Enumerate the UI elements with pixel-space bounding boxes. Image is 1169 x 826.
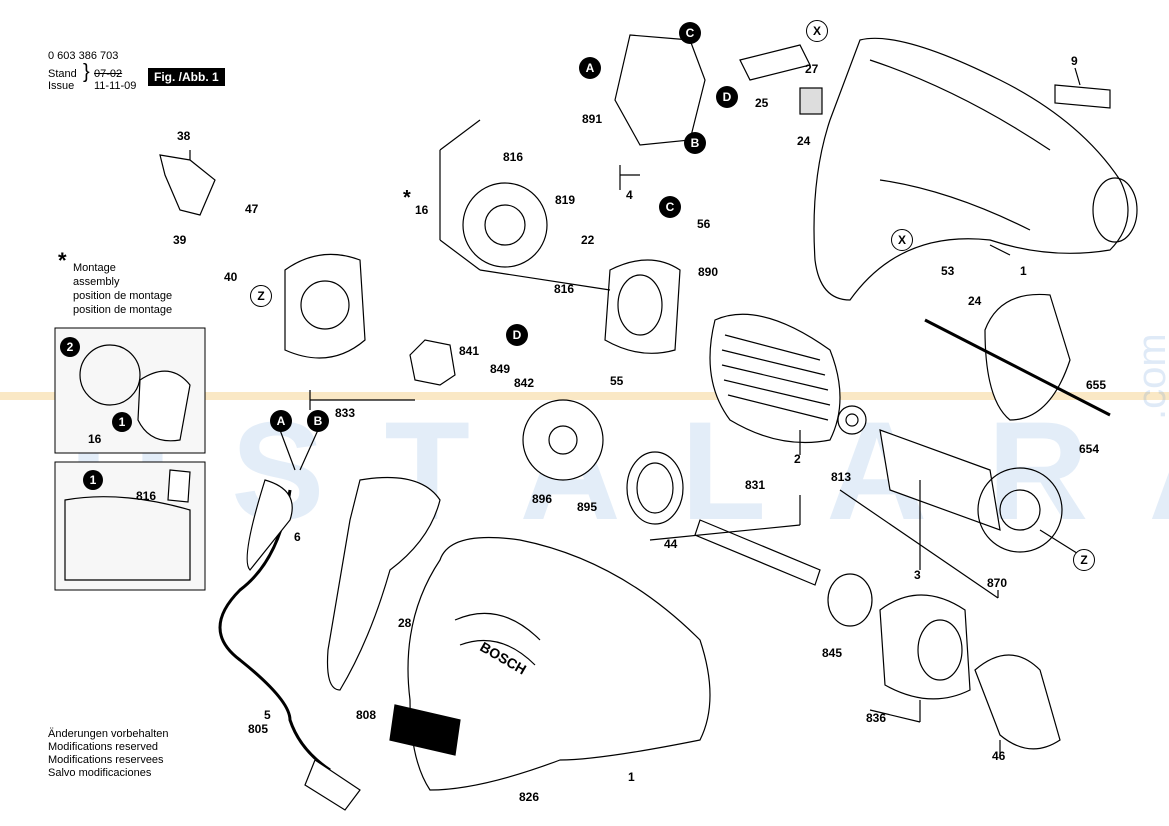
step-1-badge: 1	[112, 412, 132, 432]
part-label-891: 891	[582, 112, 603, 126]
part-label-2: 2	[794, 452, 801, 466]
montage-line-2: assembly	[73, 276, 120, 288]
part-label-55: 55	[610, 374, 624, 388]
part-label-845: 845	[822, 646, 843, 660]
footer-note-en: Modifications reserved	[48, 741, 159, 753]
watermark-band	[0, 392, 1169, 400]
part-label-3: 3	[914, 568, 921, 582]
part-label-826: 826	[519, 790, 540, 804]
part-label-53: 53	[941, 264, 955, 278]
montage-line-3: position de montage	[73, 290, 173, 302]
footer-note-es: Salvo modificaciones	[48, 767, 152, 779]
part-label-890: 890	[698, 265, 719, 279]
asterisk-16-icon: *	[403, 187, 411, 209]
part-label-24-bottom: 24	[968, 294, 982, 308]
callout-b-cable: B	[307, 410, 329, 432]
callout-d-mid: D	[506, 324, 528, 346]
part-label-39: 39	[173, 233, 187, 247]
step-1-badge-lower: 1	[83, 470, 103, 490]
part-label-816-top: 816	[503, 150, 524, 164]
callout-z-left: Z	[250, 285, 272, 307]
part-label-849: 849	[490, 362, 511, 376]
part-label-808: 808	[356, 708, 377, 722]
callout-x-housing: X	[891, 229, 913, 251]
montage-line-4: position de montage	[73, 304, 173, 316]
step-2-badge: 2	[60, 337, 80, 357]
issue-date: 11-11-09	[94, 80, 137, 92]
part-label-38: 38	[177, 129, 191, 143]
brace-icon: }	[83, 61, 90, 83]
part-label-40: 40	[224, 270, 238, 284]
part-label-16-montage: 16	[88, 432, 102, 446]
part-label-24-top: 24	[797, 134, 811, 148]
part-number: 0 603 386 703	[48, 50, 119, 62]
part-label-25: 25	[755, 96, 769, 110]
footer-note-de: Änderungen vorbehalten	[48, 728, 169, 740]
part-label-813: 813	[831, 470, 852, 484]
stand-date: 07-02	[94, 68, 123, 80]
part-label-5: 5	[264, 708, 271, 722]
part-label-1-handle: 1	[628, 770, 635, 784]
figure-label: Fig. /Abb. 1	[148, 68, 225, 86]
part-label-842: 842	[514, 376, 535, 390]
part-label-16: 16	[415, 203, 429, 217]
part-label-816-mid: 816	[554, 282, 575, 296]
part-label-841: 841	[459, 344, 480, 358]
part-label-22: 22	[581, 233, 595, 247]
callout-a-top: A	[579, 57, 601, 79]
part-label-805: 805	[248, 722, 269, 736]
callout-d-top: D	[716, 86, 738, 108]
part-label-896: 896	[532, 492, 553, 506]
callout-a-cable: A	[270, 410, 292, 432]
part-label-27: 27	[805, 62, 819, 76]
part-label-654: 654	[1079, 442, 1100, 456]
issue-label: Issue	[48, 80, 75, 92]
part-label-870: 870	[987, 576, 1008, 590]
asterisk-icon: *	[58, 248, 67, 273]
part-label-833: 833	[335, 406, 356, 420]
part-label-819: 819	[555, 193, 576, 207]
montage-line-1: Montage	[73, 262, 116, 274]
callout-c-top: C	[679, 22, 701, 44]
callout-x-top: X	[806, 20, 828, 42]
part-label-46: 46	[992, 749, 1006, 763]
part-label-895: 895	[577, 500, 598, 514]
part-label-1-housing: 1	[1020, 264, 1027, 278]
part-label-4: 4	[626, 188, 633, 202]
part-label-56: 56	[697, 217, 711, 231]
part-label-44: 44	[664, 537, 678, 551]
stand-label: Stand	[48, 68, 77, 80]
part-label-9: 9	[1071, 54, 1078, 68]
part-label-47: 47	[245, 202, 259, 216]
callout-z-right: Z	[1073, 549, 1095, 571]
part-label-28: 28	[398, 616, 412, 630]
part-label-816-montage: 816	[136, 489, 157, 503]
callout-b-top: B	[684, 132, 706, 154]
part-label-836: 836	[866, 711, 887, 725]
part-label-655: 655	[1086, 378, 1107, 392]
part-label-831: 831	[745, 478, 766, 492]
part-label-6: 6	[294, 530, 301, 544]
footer-note-fr: Modifications reservees	[48, 754, 164, 766]
callout-c-mid: C	[659, 196, 681, 218]
